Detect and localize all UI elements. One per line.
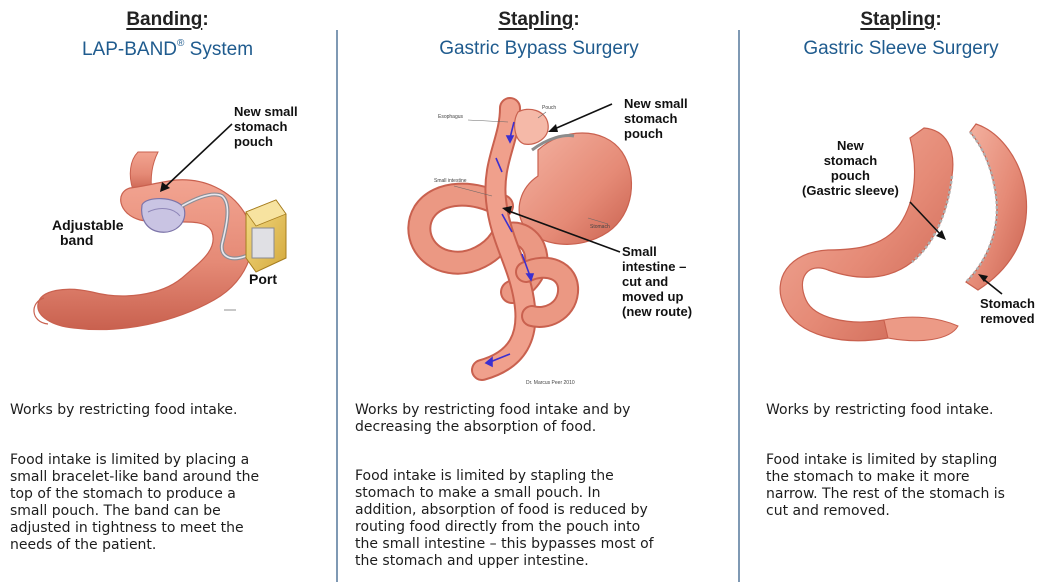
gastric-sleeve-illustration [744,0,1058,390]
callout-small-intestine: Small intestine – cut and moved up (new … [622,244,692,319]
callout-new-stomach-pouch: New stomach pouch (Gastric sleeve) [802,138,899,198]
column-divider [738,30,740,582]
gastric-bypass-illustration: Esophagus Pouch Stomach Small intestine … [342,0,736,395]
port-shape [246,200,286,272]
column-gastric-sleeve: Stapling: Gastric Sleeve Surgery [744,0,1058,588]
column-divider [336,30,338,582]
callout-new-small-stomach-pouch: New small stomach pouch [624,96,688,141]
illustration-credit: Dr. Marcus Peer 2010 [526,380,575,386]
callout-stomach-removed: Stomach removed [980,296,1035,326]
column-banding: Banding: LAP-BAND® System [0,0,335,588]
esophagus-tiny-label: Esophagus [438,114,464,120]
arrow-icon [164,124,232,188]
small-intestine-tiny-label: Small intestine [434,178,467,184]
new-stomach-pouch-shape [515,109,549,144]
callout-new-small-stomach-pouch: New small stomach pouch [234,104,298,149]
detail-text: Food intake is limited by stapling the s… [766,452,1005,520]
arrow-icon [552,104,612,130]
bypassed-stomach-shape [519,133,631,244]
stomach-tiny-label: Stomach [590,224,610,230]
callout-adjustable-band: Adjustable band [52,218,124,248]
summary-text: Works by restricting food intake. [766,402,994,419]
callout-port: Port [249,272,277,287]
adjustable-band-shape [142,199,185,233]
detail-text: Food intake is limited by stapling the s… [355,468,654,570]
summary-text: Works by restricting food intake. [10,402,238,419]
detail-text: Food intake is limited by placing a smal… [10,452,259,554]
lap-band-illustration [0,0,335,390]
summary-text: Works by restricting food intake and by … [355,402,630,436]
pouch-tiny-label: Pouch [542,105,556,111]
column-gastric-bypass: Stapling: Gastric Bypass Surgery [342,0,736,588]
